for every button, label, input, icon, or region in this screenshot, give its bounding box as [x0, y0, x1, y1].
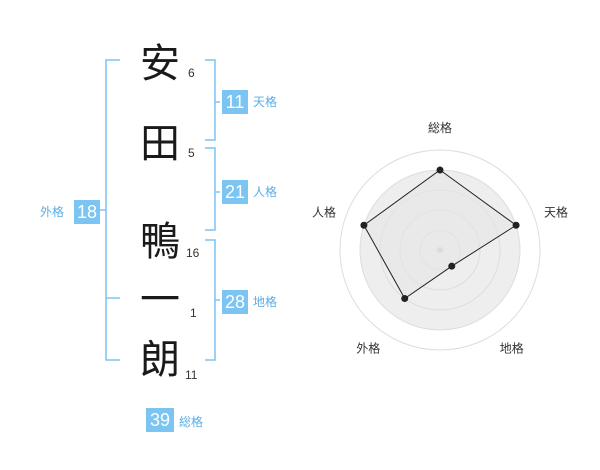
tenkaku-value: 11 — [222, 90, 248, 114]
radar-axis-label-1: 総格 — [428, 120, 452, 135]
stroke-count-4: 1 — [190, 306, 197, 320]
jinkaku-value: 21 — [222, 180, 248, 204]
radar-point-5 — [360, 221, 368, 229]
stroke-count-2: 5 — [188, 146, 195, 160]
radar-point-1 — [436, 166, 444, 174]
name-char-3: 鴨 — [140, 219, 180, 265]
radar-point-3 — [448, 262, 456, 270]
radar-point-4 — [401, 295, 409, 303]
stroke-count-3: 16 — [186, 246, 200, 260]
soukaku-value: 39 — [146, 408, 174, 432]
gaikaku-label: 外格 — [40, 205, 65, 219]
radar-axis-label-5: 人格 — [312, 204, 336, 219]
soukaku-label: 総格 — [179, 415, 204, 429]
chikaku-value: 28 — [222, 290, 248, 314]
radar-axis-label-3: 地格 — [500, 341, 524, 356]
name-char-4: 一 — [140, 277, 180, 323]
name-char-5: 朗 — [140, 337, 180, 383]
radar-point-2 — [512, 221, 520, 229]
chikaku-label: 地格 — [253, 295, 278, 309]
name-char-2: 田 — [140, 121, 180, 167]
tenkaku-label: 天格 — [253, 95, 278, 109]
jinkaku-label: 人格 — [253, 185, 278, 199]
radar-polygon — [363, 169, 517, 300]
name-char-1: 安 — [140, 41, 180, 87]
radar-axis-label-2: 天格 — [544, 204, 568, 219]
stroke-count-1: 6 — [188, 66, 195, 80]
radar-axis-label-4: 外格 — [356, 341, 380, 356]
gaikaku-value: 18 — [74, 200, 100, 224]
stroke-count-5: 11 — [185, 368, 198, 382]
